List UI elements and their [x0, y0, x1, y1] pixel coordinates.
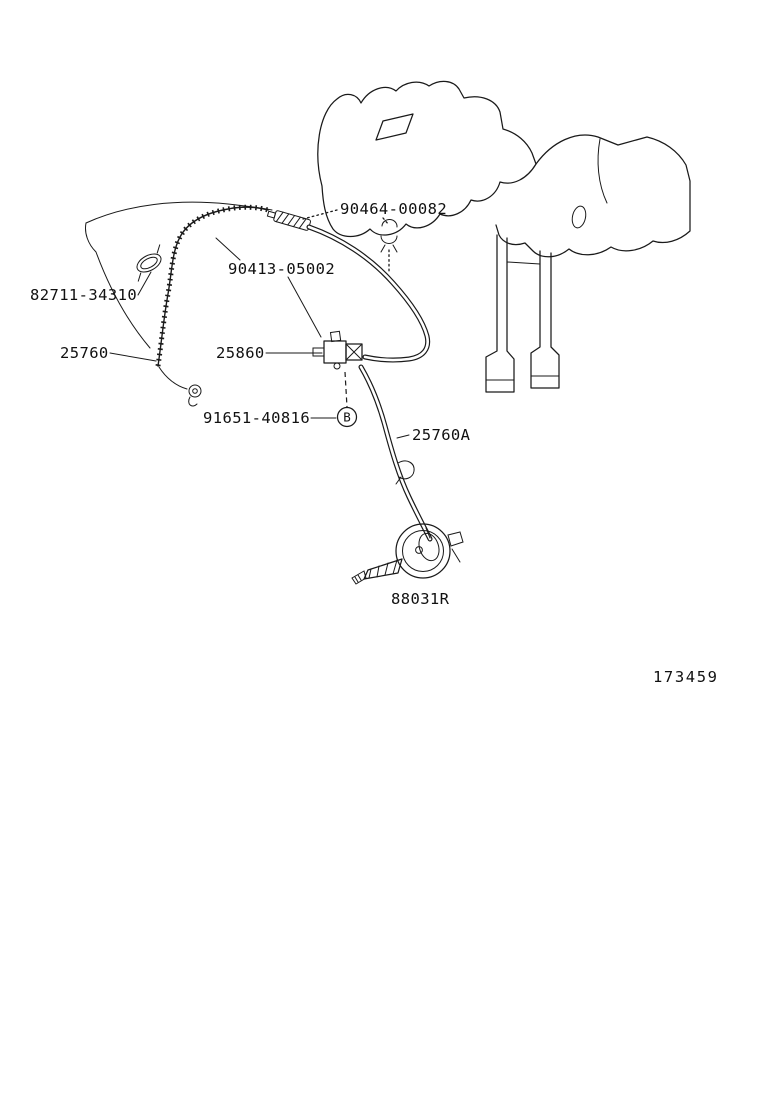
leader-hose-left — [109, 352, 157, 362]
hose-clamp — [136, 244, 162, 282]
vacuum-actuator — [351, 523, 464, 585]
part-label-bolt: 91651-40816 — [203, 409, 310, 427]
callout-b-letter: B — [343, 410, 351, 425]
hose-25760 — [155, 204, 269, 407]
hose-25760a — [358, 364, 433, 542]
leader-grommet-down — [287, 276, 322, 338]
leader-clamp — [137, 271, 152, 296]
vacuum-valve — [312, 330, 363, 370]
panel-hole — [375, 113, 414, 141]
leader-grommet-up — [215, 237, 241, 261]
figure-number: 173459 — [653, 668, 719, 686]
leader-bolt-dashed — [344, 371, 348, 408]
panel-slot-hole — [571, 205, 587, 229]
hose-connector — [266, 210, 311, 231]
part-label-spring-clip: 90464-00082 — [340, 200, 447, 218]
part-label-hose-left: 25760 — [60, 344, 109, 362]
callout-b: B — [336, 406, 358, 428]
leader-lines — [109, 209, 410, 439]
leader-spring-clip — [302, 209, 338, 220]
hose-end-pigtail — [158, 366, 188, 390]
fender-line — [85, 201, 273, 224]
body-panel-outline — [85, 80, 691, 393]
part-labels: 90464-00082 90413-05002 82711-34310 2576… — [30, 200, 471, 608]
part-label-grommet: 90413-05002 — [228, 260, 335, 278]
hose-clip — [397, 460, 415, 480]
spring-clip — [380, 219, 398, 253]
part-label-valve: 25860 — [216, 344, 265, 362]
part-label-hose-right: 25760A — [412, 426, 471, 444]
leader-hose-right — [396, 434, 410, 439]
part-label-actuator: 88031R — [391, 590, 450, 608]
vacuum-tube — [306, 224, 431, 363]
part-label-clamp: 82711-34310 — [30, 286, 137, 304]
